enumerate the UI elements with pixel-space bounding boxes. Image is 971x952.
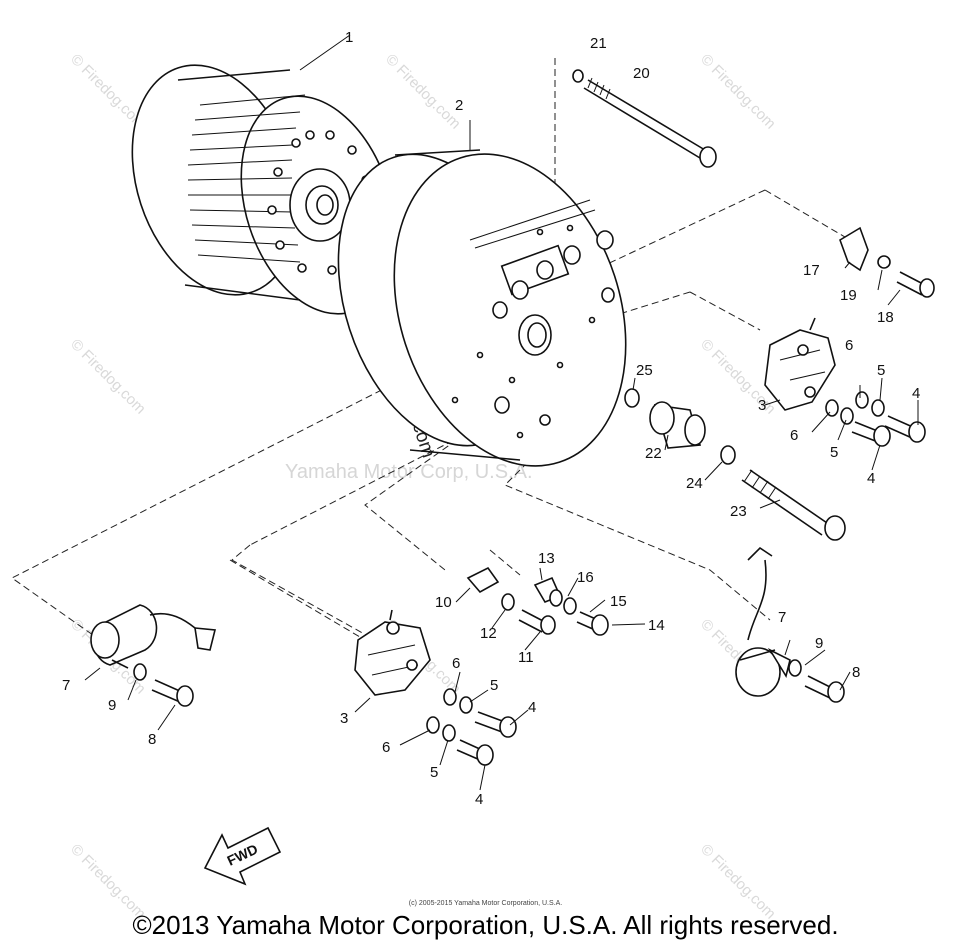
callout-9: 9 (815, 635, 823, 652)
callout-19: 19 (840, 287, 857, 304)
diagonal-watermark: © Firedog.com (382, 51, 464, 133)
callout-labels: 1 2 21 20 17 19 18 6 5 4 3 6 5 4 25 22 2… (62, 29, 920, 808)
terminal-parts-10-16 (466, 566, 609, 636)
callout-3: 3 (758, 397, 766, 414)
callout-4: 4 (528, 699, 536, 716)
callout-8: 8 (148, 731, 156, 748)
bolt-part-20 (572, 69, 717, 168)
contact-breaker-left-part-3 (354, 609, 431, 696)
fasteners-left (426, 688, 517, 766)
callout-5: 5 (877, 362, 885, 379)
callout-22: 22 (645, 445, 662, 462)
diagonal-watermark: © Firedog.com (67, 336, 149, 418)
callout-14: 14 (648, 617, 665, 634)
callout-16: 16 (577, 569, 594, 586)
callout-leaders (84, 261, 919, 791)
callout-12: 12 (480, 625, 497, 642)
callout-18: 18 (877, 309, 894, 326)
terminal-part-17 (839, 226, 935, 298)
callout-20: 20 (633, 65, 650, 82)
diagonal-watermark: © Firedog.com (697, 51, 779, 133)
callout-4: 4 (867, 470, 875, 487)
footer-small-copyright: (c) 2005-2015 Yamaha Motor Corporation, … (408, 900, 563, 907)
callout-5: 5 (830, 444, 838, 461)
callout-4: 4 (475, 791, 483, 808)
footer-copyright: ©2013 Yamaha Motor Corporation, U.S.A. A… (132, 910, 839, 940)
callout-8: 8 (852, 664, 860, 681)
callout-21: 21 (590, 35, 607, 52)
callout-5: 5 (490, 677, 498, 694)
callout-6: 6 (790, 427, 798, 444)
callout-6: 6 (845, 337, 853, 354)
callout-4: 4 (912, 385, 920, 402)
callout-9: 9 (108, 697, 116, 714)
callout-6: 6 (382, 739, 390, 756)
callout-25: 25 (636, 362, 653, 379)
callout-2: 2 (455, 97, 463, 114)
callout-23: 23 (730, 503, 747, 520)
condenser-left-part-7 (90, 604, 217, 707)
callout-11: 11 (518, 649, 534, 666)
stator-part-2 (337, 120, 627, 467)
callout-6: 6 (452, 655, 460, 672)
callout-7: 7 (62, 677, 70, 694)
callout-1: 1 (345, 29, 353, 46)
center-watermark: Yamaha Motor Corp, U.S.A. (285, 461, 533, 483)
callout-17: 17 (803, 262, 820, 279)
callout-24: 24 (686, 475, 703, 492)
callout-10: 10 (435, 594, 452, 611)
condenser-right-part-7 (735, 546, 845, 703)
callout-13: 13 (538, 550, 555, 567)
fwd-arrow-icon: FWD (203, 826, 282, 886)
callout-7: 7 (778, 609, 786, 626)
fasteners-right (825, 391, 926, 447)
callout-5: 5 (430, 764, 438, 781)
callout-3: 3 (340, 710, 348, 727)
callout-15: 15 (610, 593, 627, 610)
cam-parts (624, 388, 846, 541)
contact-breaker-right-part-3 (764, 317, 836, 411)
